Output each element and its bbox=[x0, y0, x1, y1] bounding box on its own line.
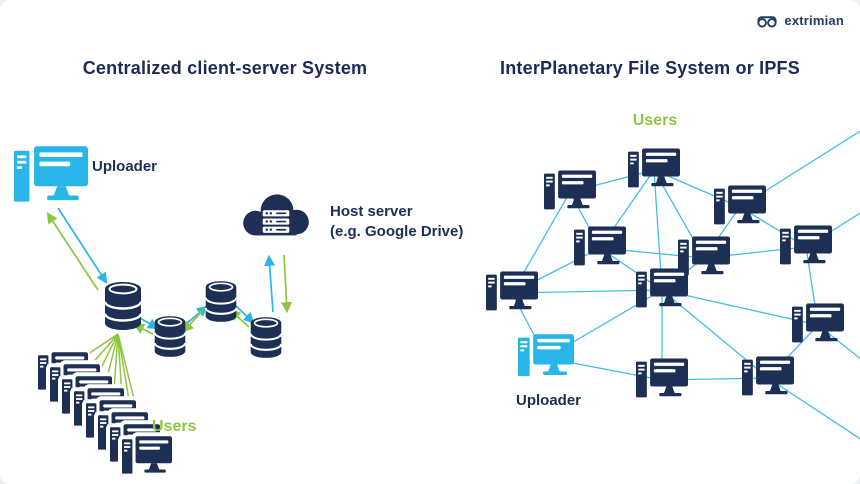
host-server-label-line1: Host server bbox=[330, 203, 413, 220]
computer-icon bbox=[122, 436, 172, 478]
peer-computer-icon bbox=[486, 271, 538, 315]
uploader-peer-computer-icon bbox=[518, 334, 574, 381]
peer-computer-icon bbox=[780, 225, 832, 269]
host-server-label-line2: (e.g. Google Drive) bbox=[330, 222, 464, 240]
left-section-title: Centralized client-server System bbox=[82, 58, 368, 78]
right-uploader-label: Uploader bbox=[516, 392, 582, 409]
database-icon bbox=[153, 316, 187, 357]
peer-computer-icon bbox=[792, 303, 844, 347]
right-users-label: Users bbox=[632, 112, 678, 129]
peer-computer-icon bbox=[636, 268, 688, 312]
extrimian-logo: extrimian bbox=[756, 13, 844, 28]
extrimian-logo-icon bbox=[757, 15, 777, 28]
host-server-label: Host server (e.g. Google Drive) bbox=[330, 202, 463, 241]
host-server-cloud-icon bbox=[236, 190, 316, 250]
database-icon bbox=[204, 281, 238, 322]
peer-computer-icon bbox=[742, 356, 794, 400]
peer-computer-icon bbox=[628, 148, 680, 192]
peer-computer-icon bbox=[574, 226, 626, 270]
peer-computer-icon bbox=[544, 170, 596, 214]
peer-computer-icon bbox=[714, 185, 766, 229]
right-section-title: InterPlanetary File System or IPFS bbox=[500, 58, 800, 78]
extrimian-logo-text: extrimian bbox=[784, 13, 844, 28]
database-icon bbox=[103, 282, 143, 330]
uploader-computer-icon bbox=[14, 146, 88, 208]
database-icon bbox=[249, 317, 283, 358]
peer-computer-icon bbox=[636, 358, 688, 402]
left-users-label: Users bbox=[152, 418, 197, 435]
left-uploader-label: Uploader bbox=[92, 158, 158, 175]
